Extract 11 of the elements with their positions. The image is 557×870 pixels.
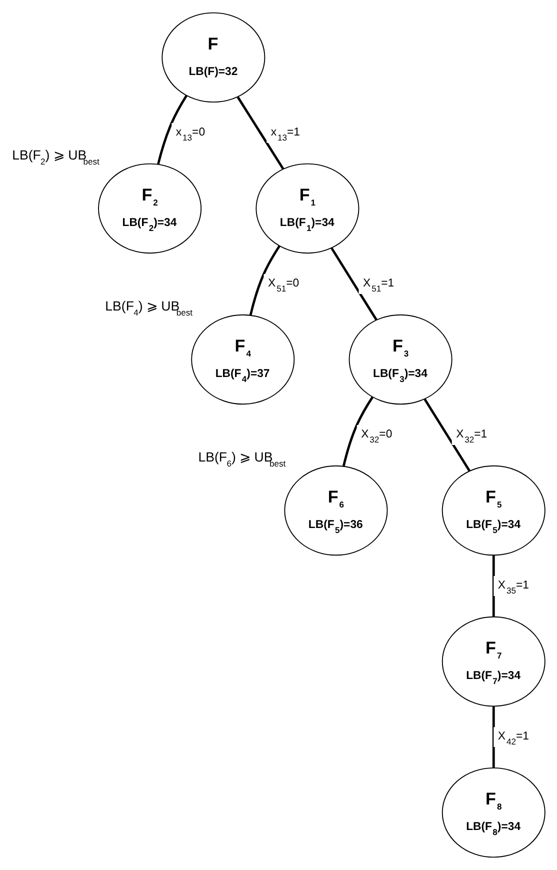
- edge-label: X$_{42}$=1: [498, 730, 529, 747]
- edge-label: X$_{32}$=0: [361, 428, 392, 444]
- edge-label: X$_{51}$=0: [268, 277, 300, 294]
- node-label: LB(F$_{6}$) ⩾ UB$_{best}$: [198, 449, 286, 468]
- edge-label: X$_{35}$=1: [498, 579, 529, 596]
- node-label: LB(F$_{2}$) ⩾ UB$_{best}$: [12, 147, 100, 166]
- edge-label: X$_{51}$=1: [363, 277, 394, 294]
- edge-label: X$_{32}$=1: [456, 428, 488, 444]
- edge-label: x$_{13}$=0: [176, 126, 206, 142]
- edge-label: x$_{13}$=1: [270, 126, 300, 142]
- node-label: LB(F$_{4}$) ⩾ UB$_{best}$: [105, 298, 193, 318]
